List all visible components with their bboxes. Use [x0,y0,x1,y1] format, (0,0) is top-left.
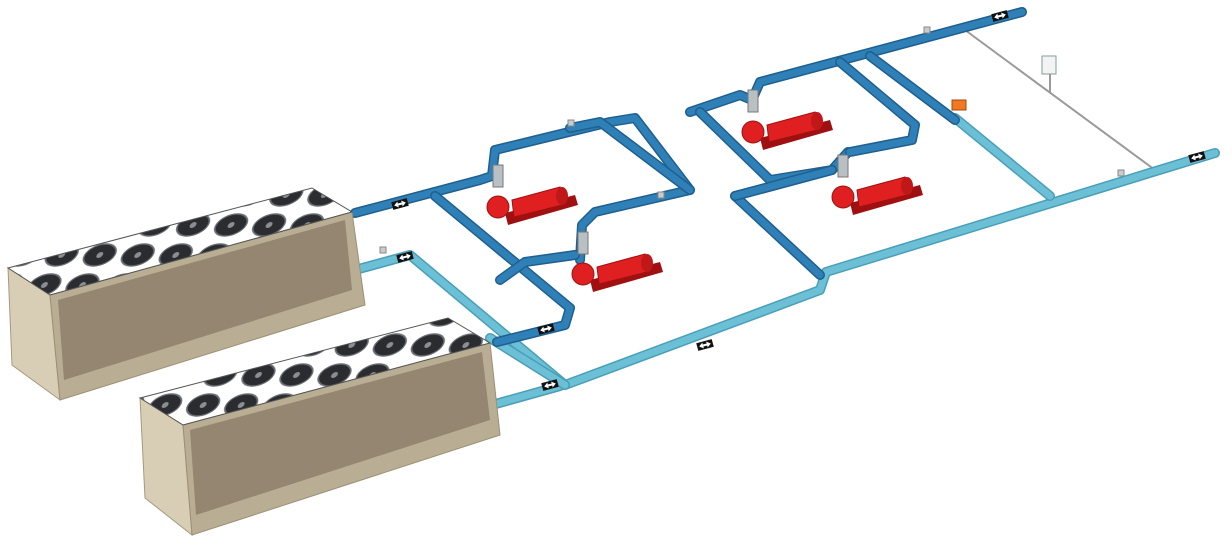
supply-pipe-2-edge [430,191,575,347]
supply-pipe-4[interactable] [566,118,694,194]
chiller-unit-1[interactable] [6,187,366,402]
supply-pipe-8[interactable] [731,166,836,200]
supply-pipe-7[interactable] [731,192,824,279]
pump-motor-end [811,112,823,130]
pump-volute [831,185,855,209]
supply-pipe-3[interactable] [496,251,579,284]
sensor-5 [379,246,387,254]
supply-pipe-5[interactable] [686,8,1026,116]
supply-pipe-2[interactable] [431,192,574,346]
supply-pipe-1[interactable] [351,114,694,264]
pump-valve [747,89,759,113]
pump-motor-end [641,254,653,272]
pump-valve [837,154,849,178]
pump-volute [571,262,595,286]
return-pipe-3[interactable] [486,334,569,389]
pump-valve [492,164,504,188]
pump-2[interactable] [571,231,663,292]
sensor-1 [567,119,575,127]
supply-pipe-10[interactable] [866,52,959,124]
pump-valve [577,231,589,255]
pump-1[interactable] [486,164,578,225]
sensor-3 [923,26,931,34]
pump-4[interactable] [831,154,923,215]
pump-volute [741,120,765,144]
sensor-4 [1117,169,1125,177]
control-valve-actuator[interactable] [951,99,967,111]
supply-pipe-1-edge [350,113,695,265]
chiller-unit-2[interactable] [138,317,501,537]
supply-pipe-9[interactable] [836,58,919,156]
return-pipe-4[interactable] [951,114,1054,200]
control-wiring [964,29,1156,171]
pump-motor-end [901,177,913,195]
sensor-2 [657,191,665,199]
flow-arrow-5-icon [696,339,714,351]
pump-3[interactable] [741,89,833,150]
controller-box [1041,55,1057,75]
pump-motor-end [556,187,568,205]
pump-volute [486,195,510,219]
